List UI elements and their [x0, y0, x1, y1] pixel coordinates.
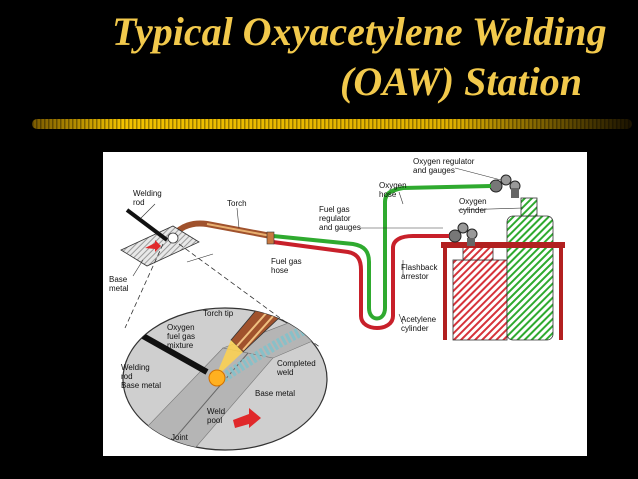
cylinder-cart [441, 242, 565, 340]
inset-magnifier [122, 307, 328, 451]
weld-arrow-icon [145, 240, 161, 252]
title-line-1: Typical Oxyacetylene Welding [112, 9, 607, 54]
acetylene-cylinder [452, 243, 508, 341]
label-inset-base-metal-right: Base metal [255, 389, 295, 398]
welding-rod [125, 208, 169, 242]
leader-lines [132, 167, 524, 325]
title-line-2: (OAW) Station [340, 59, 582, 104]
label-torch: Torch [227, 199, 247, 208]
oxygen-hose [272, 184, 492, 321]
oxygen-cylinder [506, 197, 554, 341]
label-joint: Joint [171, 433, 189, 442]
label-inset-base-metal-left: Base metal [121, 381, 161, 390]
fuel-gas-hose [272, 234, 449, 330]
fuel-regulator-icon [448, 222, 478, 246]
oxygen-regulator-icon [489, 174, 521, 198]
inset-arrow-icon [233, 408, 261, 428]
title-divider [32, 119, 632, 129]
weld-spot [167, 232, 179, 244]
label-torch-tip: Torch tip [203, 309, 234, 318]
